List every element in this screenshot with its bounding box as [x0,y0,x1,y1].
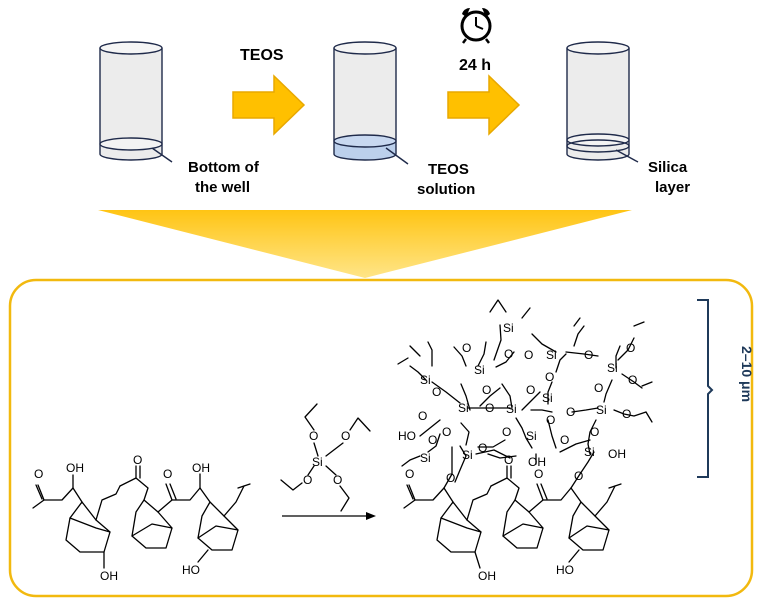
o-5: O [482,383,491,397]
alarm-clock-icon [460,7,492,44]
o-20: O [590,425,599,439]
teos-o3: O [303,473,312,487]
right-o2: O [504,453,513,467]
left-o3: O [163,467,172,481]
left-o1: O [34,467,43,481]
si-8: Si [546,348,557,362]
teos-molecule: Si O O O O [280,403,371,512]
left-ho: HO [182,563,200,577]
polymer-substrate-left: O OH OH O O OH HO [32,453,251,583]
o-10: O [545,370,554,384]
well-cylinder-teos [333,41,409,165]
si-13: Si [584,445,595,459]
o-21: O [478,441,487,455]
si-9: Si [542,391,553,405]
left-o2: O [133,453,142,467]
thickness-bracket [697,299,714,478]
o-12: O [546,413,555,427]
right-ho: HO [556,563,574,577]
process-arrow-2 [447,74,521,136]
o-17: O [622,407,631,421]
o-6: O [485,401,494,415]
teos-o2: O [341,429,350,443]
polymer-substrate-right: O OH O O HO [403,453,622,583]
o-4: O [462,341,471,355]
o-24: O [428,433,437,447]
o-22: O [446,471,455,485]
si-1: Si [462,448,473,462]
si-12: Si [596,403,607,417]
si-4: Si [458,401,469,415]
silica-network: Si Si Si Si Si Si Si Si Si Si Si Si Si O… [397,299,653,485]
si-2: Si [420,451,431,465]
step2-label-line2: solution [417,181,475,198]
si-5: Si [474,363,485,377]
o-3: O [418,409,427,423]
left-oh3: OH [192,461,210,475]
o-7: O [504,347,513,361]
o-13: O [584,348,593,362]
si-7: Si [506,402,517,416]
reaction-arrow [282,512,376,520]
o-16: O [628,373,637,387]
arrow2-label: 24 h [459,57,491,74]
o-18: O [566,405,575,419]
arrow1-label: TEOS [240,47,284,64]
step3-label-line1: Silica [648,159,688,176]
o-15: O [626,341,635,355]
o-19: O [560,433,569,447]
o-2: O [432,385,441,399]
si-6: Si [503,321,514,335]
left-oh2: OH [100,569,118,583]
teos-o1: O [309,429,318,443]
right-o1: O [405,467,414,481]
well-cylinder-silica [566,41,639,163]
oh-3: OH [608,447,626,461]
step1-label-line1: Bottom of [188,159,260,176]
o-8: O [524,348,533,362]
teos-o4: O [333,473,342,487]
left-oh1: OH [66,461,84,475]
zoom-funnel [98,210,632,278]
o-1: O [442,425,451,439]
thickness-label: 2–10 μm [739,346,755,402]
right-oh: OH [478,569,496,583]
step3-label-line2: layer [655,179,690,196]
o-11: O [502,425,511,439]
teos-si: Si [312,455,323,469]
si-11: Si [607,361,618,375]
well-cylinder-empty [99,41,173,163]
o-23: O [574,469,583,483]
step1-label-line2: the well [195,179,250,196]
process-arrow-1 [232,74,306,136]
si-3: Si [420,373,431,387]
right-o3: O [534,467,543,481]
oh-2: OH [528,455,546,469]
step2-label-line1: TEOS [428,161,469,178]
chemistry-panel [8,278,754,598]
oh-1: HO [398,429,416,443]
si-10: Si [526,429,537,443]
o-9: O [526,383,535,397]
o-14: O [594,381,603,395]
